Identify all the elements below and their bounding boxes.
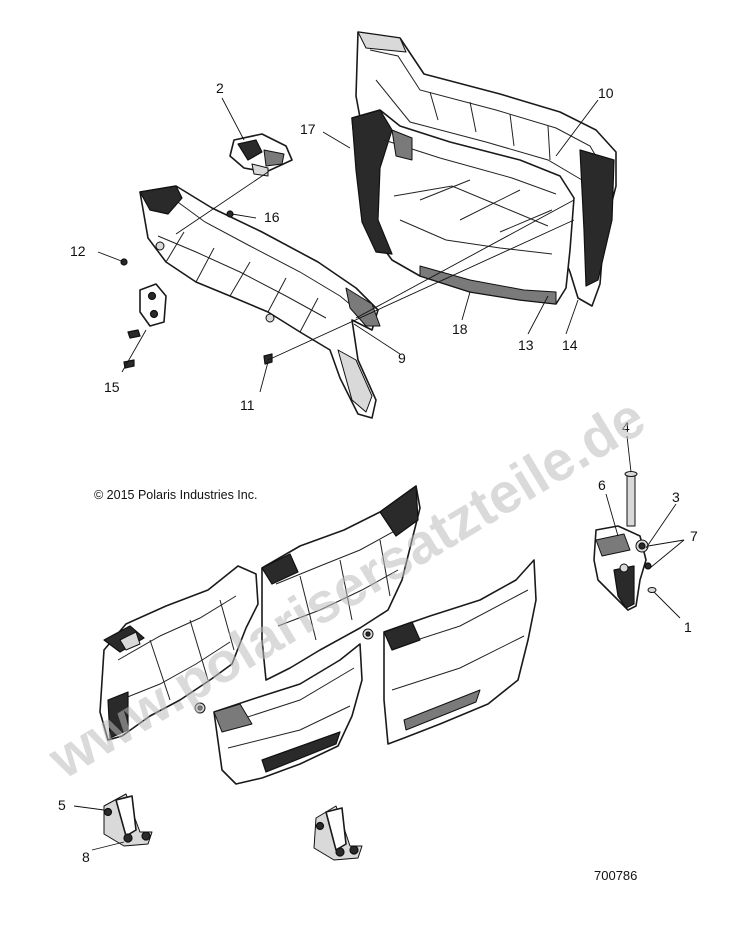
hinge-bracket-part	[139, 283, 167, 327]
lower-door-skin-right	[383, 559, 537, 745]
inner-door-shell-part	[351, 109, 575, 305]
lower-door-frame-left	[99, 565, 259, 741]
callout-14: 14	[562, 337, 578, 353]
callout-10: 10	[598, 85, 614, 101]
figure-number: 700786	[594, 868, 637, 883]
callout-4: 4	[622, 419, 630, 435]
callout-16: 16	[264, 209, 280, 225]
lower-fasteners	[194, 628, 374, 714]
check-strap-bracket-right	[313, 805, 363, 861]
callout-18: 18	[452, 321, 468, 337]
callout-3: 3	[672, 489, 680, 505]
callout-9: 9	[398, 350, 406, 366]
hinge-detail-part	[593, 525, 657, 611]
check-strap-bracket-left	[103, 793, 153, 847]
callout-5: 5	[58, 797, 66, 813]
callout-1: 1	[684, 619, 692, 635]
callout-6: 6	[598, 477, 606, 493]
callout-labels: 1 2 3 4 5 6 7 8 9 10 11 12 13 14 15 16 1…	[58, 80, 698, 865]
copyright-text: © 2015 Polaris Industries Inc.	[94, 488, 257, 502]
callout-13: 13	[518, 337, 534, 353]
callout-7: 7	[690, 528, 698, 544]
latch-handle-part	[229, 133, 293, 177]
callout-12: 12	[70, 243, 86, 259]
door-frame-part	[139, 185, 381, 419]
callout-8: 8	[82, 849, 90, 865]
lower-door-skin-left	[213, 643, 363, 785]
hinge-pin-part	[624, 471, 638, 527]
callout-2: 2	[216, 80, 224, 96]
lower-door-frame-right	[261, 485, 421, 681]
callout-17: 17	[300, 121, 316, 137]
callout-15: 15	[104, 379, 120, 395]
callout-11: 11	[240, 397, 255, 413]
leader-lines	[73, 97, 685, 851]
